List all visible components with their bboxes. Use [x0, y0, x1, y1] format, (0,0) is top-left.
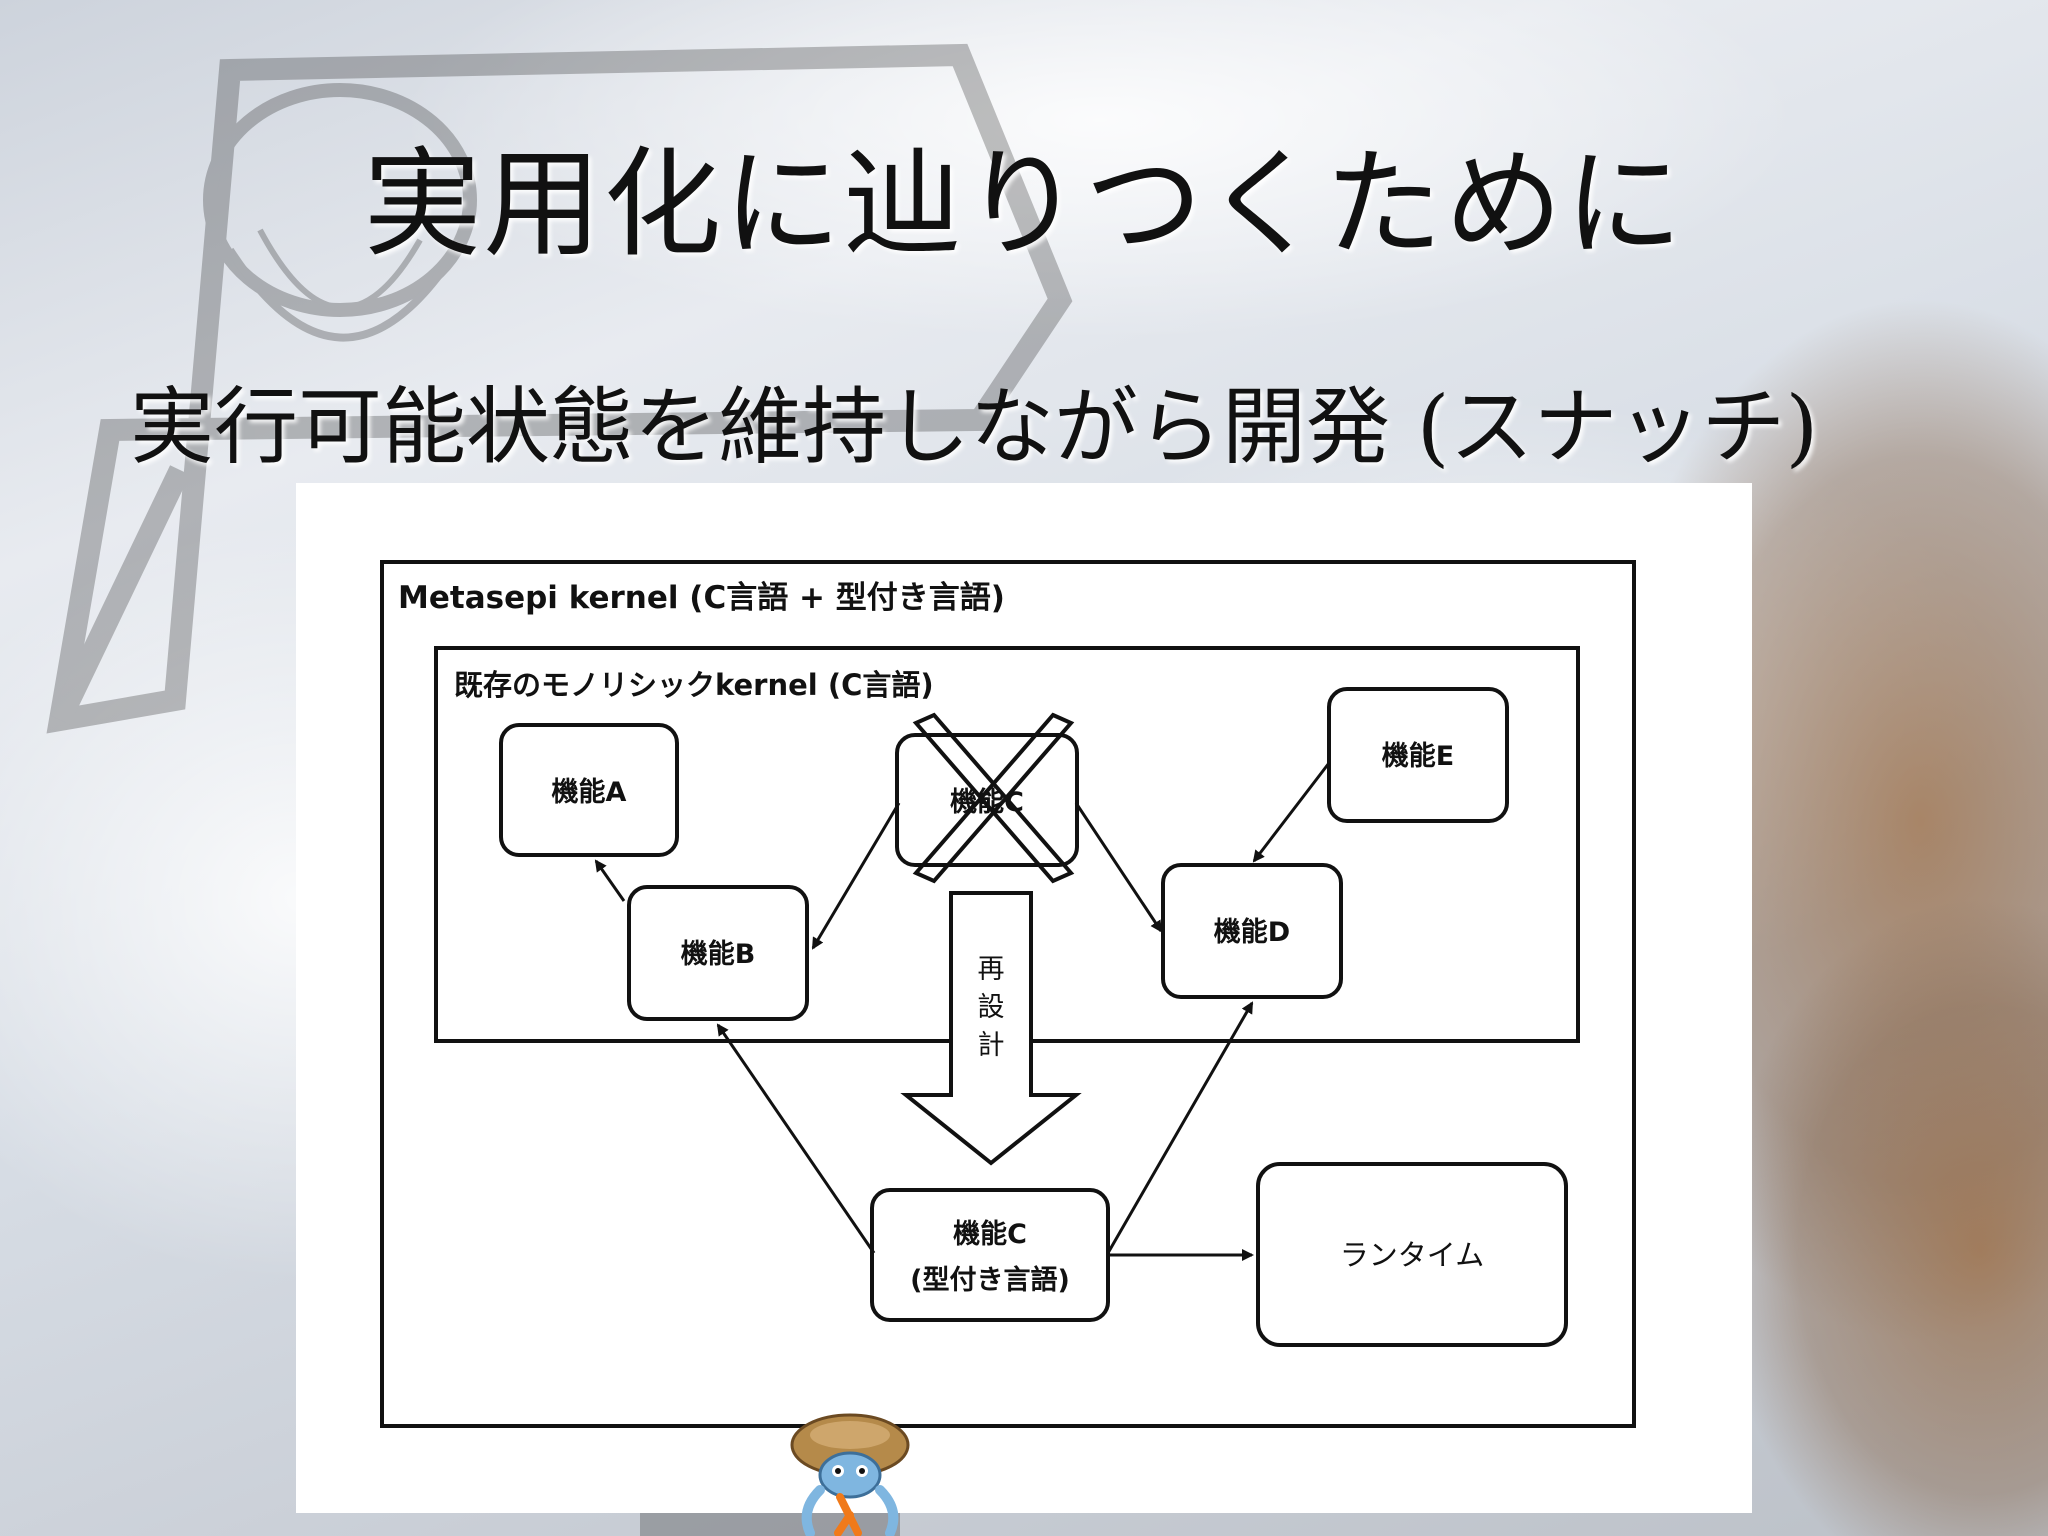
arrow-cnew-to-d: [1106, 1001, 1254, 1254]
redesign-char-1: 再: [978, 954, 1005, 985]
node-e-label: 機能E: [1382, 740, 1454, 772]
outer-kernel-label: Metasepi kernel (C言語 + 型付き言語): [398, 580, 1005, 616]
node-b: [627, 885, 809, 1021]
diagram-panel: Metasepi kernel (C言語 + 型付き言語) 既存のモノリシックk…: [296, 483, 1752, 1513]
arrow-e-to-d: [1252, 762, 1331, 863]
node-runtime: [1256, 1162, 1568, 1347]
node-c-new-label-1: 機能C: [953, 1218, 1027, 1250]
cross-out-mark: [912, 712, 1075, 884]
node-c-new: [870, 1188, 1110, 1322]
slide-subtitle: 実行可能状態を維持しながら開発 (スナッチ): [130, 378, 1819, 476]
arrow-c-to-d: [1074, 802, 1163, 933]
node-d-label: 機能D: [1214, 916, 1290, 948]
redesign-arrow: [900, 891, 1082, 1166]
node-b-label: 機能B: [681, 938, 756, 970]
redesign-char-3: 計: [978, 1030, 1005, 1061]
slide-title: 実用化に辿りつくために: [363, 135, 1685, 273]
node-d: [1161, 863, 1343, 999]
arrow-c-to-b: [811, 802, 901, 950]
node-a-label: 機能A: [552, 776, 627, 808]
arrow-b-to-a: [594, 859, 626, 902]
squid-mascot-icon: [790, 1413, 910, 1536]
redesign-char-2: 設: [978, 992, 1005, 1023]
node-a: [499, 723, 679, 857]
node-c-new-label-2: (型付き言語): [910, 1264, 1070, 1296]
node-e: [1327, 687, 1509, 823]
outer-kernel-box: [380, 560, 1636, 1428]
backboard-silhouette: [46, 43, 1073, 734]
node-runtime-label: ランタイム: [1340, 1238, 1484, 1272]
inner-kernel-label: 既存のモノリシックkernel (C言語): [454, 668, 934, 702]
architecture-diagram: Metasepi kernel (C言語 + 型付き言語) 既存のモノリシックk…: [380, 560, 1636, 1428]
arrow-cnew-to-b: [716, 1023, 876, 1254]
